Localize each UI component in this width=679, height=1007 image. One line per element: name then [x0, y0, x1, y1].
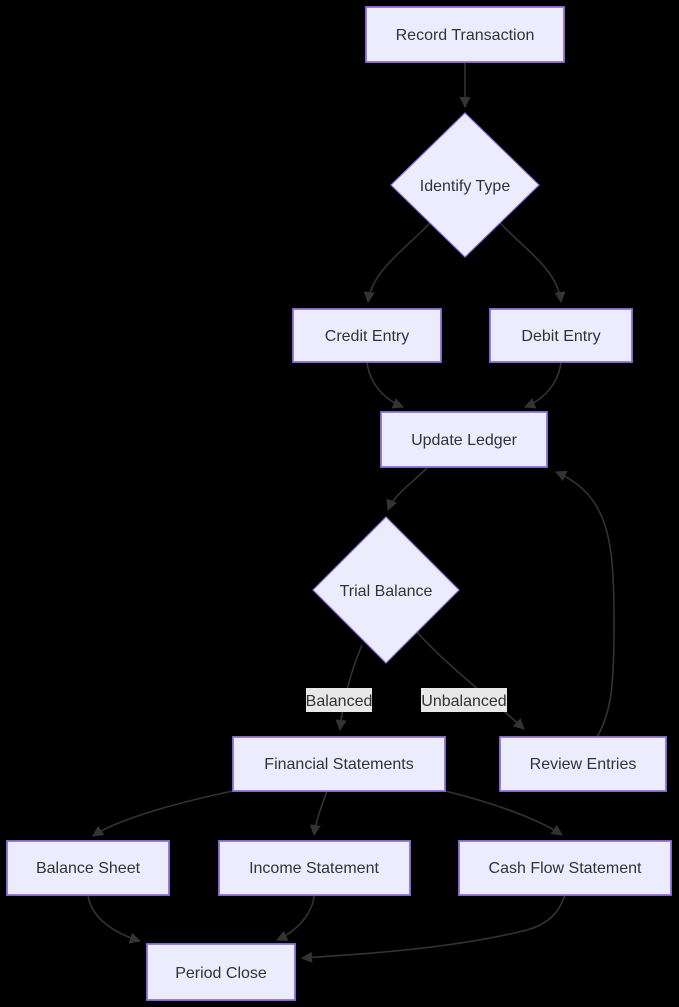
node-credit-entry-label: Credit Entry — [325, 328, 409, 345]
node-trial-balance-shape — [312, 516, 460, 664]
node-period-close: Period Close — [146, 943, 296, 1001]
edge-credit-to-update — [366, 361, 405, 409]
node-balance-sheet-label: Balance Sheet — [36, 860, 141, 877]
node-review-entries: Review Entries — [499, 736, 667, 792]
edge-update-to-trial — [386, 466, 429, 512]
edge-label-unbalanced: Unbalanced — [421, 688, 507, 712]
node-record-transaction-box — [365, 6, 565, 63]
edge-label-unbalanced-text: Unbalanced — [421, 693, 506, 710]
node-debit-entry-label: Debit Entry — [521, 328, 600, 345]
node-update-ledger: Update Ledger — [380, 411, 548, 468]
node-balance-sheet-box — [6, 840, 170, 896]
node-identify-type-shape — [390, 112, 540, 258]
edge-financial-to-income — [309, 790, 328, 837]
node-trial-balance: Trial Balance — [312, 516, 460, 664]
edge-financial-to-cashflow — [444, 790, 563, 836]
node-update-ledger-box — [380, 411, 548, 468]
edge-trial-to-financial — [335, 644, 363, 732]
node-identify-type-label: Identify Type — [420, 178, 511, 195]
node-cash-flow-statement: Cash Flow Statement — [458, 840, 672, 896]
edge-label-unbalanced-bg — [421, 688, 507, 712]
edge-cashflow-to-period — [300, 894, 566, 963]
edge-income-to-period — [275, 894, 315, 941]
edge-label-balanced-text: Balanced — [306, 693, 373, 710]
node-income-statement-label: Income Statement — [249, 860, 379, 877]
edge-financial-to-balance-sheet — [92, 790, 234, 837]
edge-identify-to-debit — [499, 222, 566, 304]
edge-balance-sheet-to-period — [87, 894, 142, 944]
node-financial-statements: Financial Statements — [232, 736, 446, 792]
node-balance-sheet: Balance Sheet — [6, 840, 170, 896]
node-income-statement-box — [218, 840, 411, 896]
node-period-close-label: Period Close — [175, 965, 267, 982]
node-period-close-box — [146, 943, 296, 1001]
node-cash-flow-statement-label: Cash Flow Statement — [489, 860, 643, 877]
node-financial-statements-label: Financial Statements — [264, 756, 413, 773]
edge-label-balanced-bg — [306, 688, 372, 712]
node-update-ledger-label: Update Ledger — [411, 432, 518, 449]
node-record-transaction: Record Transaction — [365, 6, 565, 63]
edge-debit-to-update — [523, 361, 562, 409]
node-record-transaction-label: Record Transaction — [396, 27, 535, 44]
edge-review-to-update — [554, 470, 615, 738]
node-debit-entry: Debit Entry — [489, 308, 633, 363]
node-credit-entry: Credit Entry — [292, 308, 442, 363]
edge-trial-to-review — [416, 631, 525, 730]
node-review-entries-box — [499, 736, 667, 792]
node-income-statement: Income Statement — [218, 840, 411, 896]
node-debit-entry-box — [489, 308, 633, 363]
node-credit-entry-box — [292, 308, 442, 363]
edge-label-balanced: Balanced — [306, 688, 373, 712]
edges-layer — [87, 62, 615, 963]
node-cash-flow-statement-box — [458, 840, 672, 896]
node-identify-type: Identify Type — [390, 112, 540, 258]
node-financial-statements-box — [232, 736, 446, 792]
node-trial-balance-label: Trial Balance — [340, 583, 433, 600]
node-review-entries-label: Review Entries — [530, 756, 637, 773]
edge-identify-to-credit — [363, 222, 431, 304]
